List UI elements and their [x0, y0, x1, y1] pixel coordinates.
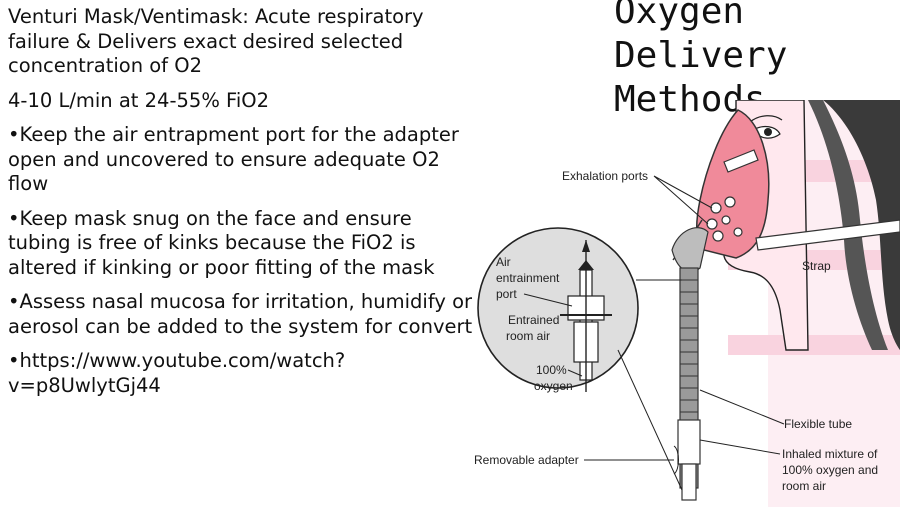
label-oxygen-1: 100% — [536, 363, 567, 377]
label-air-entrainment-2: entrainment — [496, 271, 560, 285]
label-entrained-1: Entrained — [508, 313, 559, 327]
body-text: Venturi Mask/Ventimask: Acute respirator… — [8, 5, 473, 408]
label-inhaled-3: room air — [782, 479, 826, 493]
strap — [755, 219, 900, 251]
paragraph-flow-rate: 4-10 L/min at 24-55% FiO2 — [8, 88, 270, 112]
label-removable-adapter: Removable adapter — [474, 453, 579, 467]
label-inhaled-2: 100% oxygen and — [782, 463, 878, 477]
bullet-nasal-mucosa: •Assess nasal mucosa for irritation, hum… — [8, 290, 473, 338]
label-oxygen-2: oxygen — [534, 379, 573, 393]
bullet-entrapment-port: •Keep the air entrapment port for the ad… — [8, 123, 459, 195]
label-inhaled-1: Inhaled mixture of — [782, 447, 878, 461]
label-air-entrainment-1: Air — [496, 255, 511, 269]
bullet-youtube-link[interactable]: •https://www.youtube.com/watch?v=p8Uwlyt… — [8, 349, 346, 397]
label-strap: Strap — [802, 259, 831, 273]
bullet-mask-snug: •Keep mask snug on the face and ensure t… — [8, 206, 435, 279]
label-entrained-2: room air — [506, 329, 550, 343]
hair — [823, 100, 900, 350]
label-exhalation-ports: Exhalation ports — [562, 169, 648, 183]
eye — [749, 115, 783, 139]
flexible-tube — [677, 267, 701, 501]
venturi-mask-illustration: Exhalation ports Strap Air entrainment p… — [474, 100, 900, 507]
adapter-magnified-view — [477, 227, 639, 392]
label-flexible-tube: Flexible tube — [784, 417, 852, 431]
exhalation-ports — [706, 196, 743, 242]
paragraph-venturi: Venturi Mask/Ventimask: Acute respirator… — [8, 5, 424, 77]
label-air-entrainment-3: port — [496, 287, 517, 301]
